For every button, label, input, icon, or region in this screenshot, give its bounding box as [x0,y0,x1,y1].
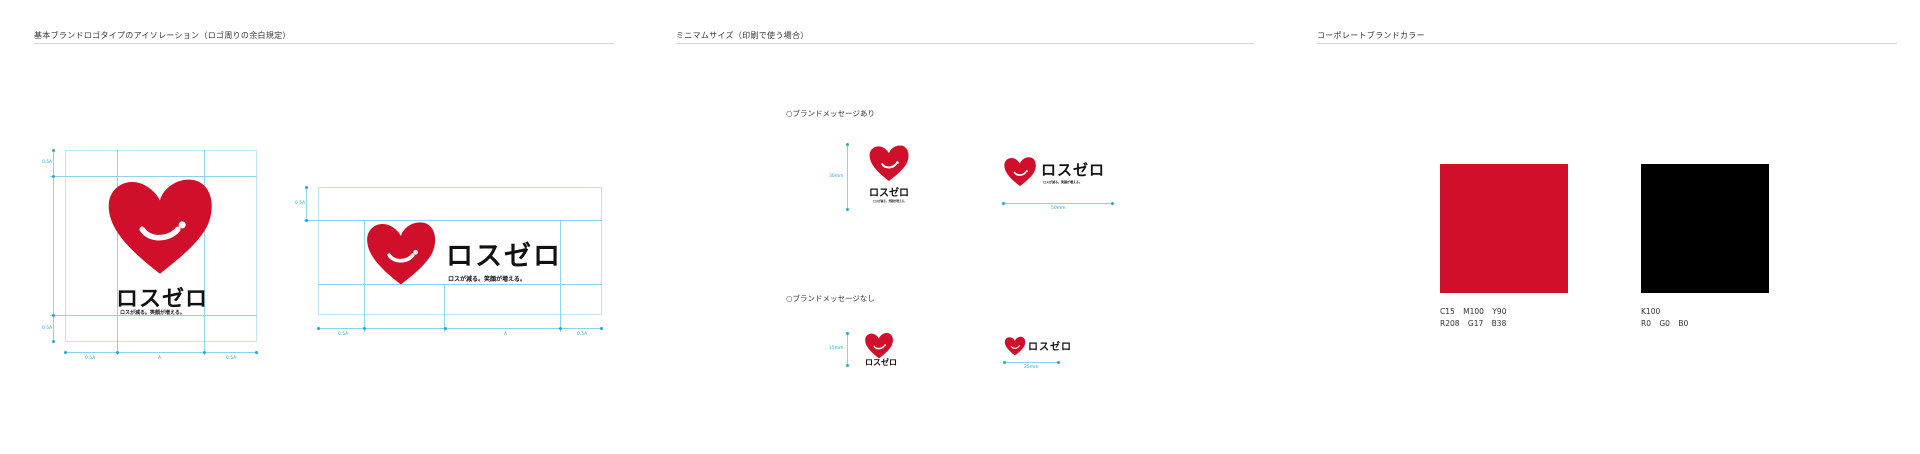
black-rgb-value: R0 G0 B0 [1641,319,1689,328]
vertical-guide-right [204,150,205,355]
heart-smile-icon [1004,336,1026,356]
dim-tick [846,332,849,335]
vertical-guide-bottom [50,315,257,316]
minimum-section-title: ミニマムサイズ（印刷で使う場合） [676,31,809,40]
horizontal-guide-right [560,220,561,332]
vertical-dim-line-h [65,352,257,353]
vertical-tagline: ロスが減る。笑顔が増える。 [120,310,185,316]
dim-tick [305,219,308,222]
dim-tick [1111,202,1114,205]
dim-tick [64,351,67,354]
dim-label-margin: 0.5A [85,356,96,361]
heart-smile-icon [865,332,893,359]
dim-label-full: A [504,332,508,337]
heart-smile-icon [1004,157,1036,187]
color-swatch-red [1440,164,1568,293]
min-vertical-tagline: ロスが減る。笑顔が増える。 [873,200,907,203]
horizontal-guide-left [364,220,365,332]
dim-tick [444,327,447,330]
vertical-isolation-outer-box [65,150,257,342]
horizontal-dim-line-h [318,328,602,329]
vertical-wordmark: ロスゼロ [116,287,209,312]
dim-tick [317,327,320,330]
min-vertical-wordmark-small: ロスゼロ [865,358,897,367]
black-cmyk-value: K100 [1641,307,1661,316]
min-vertical-wordmark: ロスゼロ [869,188,909,199]
min-dim-line-v [847,333,848,366]
heart-smile-icon [108,179,212,274]
min-horizontal-wordmark-small: ロスゼロ [1028,342,1072,353]
min-horizontal-wordmark: ロスゼロ [1041,161,1106,179]
horizontal-dim-line-v [306,187,307,220]
dim-tick [846,208,849,211]
vertical-guide-left [117,150,118,355]
dim-label-margin: 0.5A [226,356,237,361]
heart-smile-icon [869,145,909,182]
dim-label-margin: 0.5A [295,201,306,206]
dim-label-full: A [158,356,162,361]
min-dim-line-h [1003,203,1113,204]
color-section-title: コーポレートブランドカラー [1317,31,1425,40]
min-dim-label-vertical: 15mm [829,346,844,351]
vertical-guide-top [50,176,257,177]
dim-tick [846,364,849,367]
min-horizontal-tagline: ロスが減る。笑顔が増える。 [1043,180,1082,184]
dim-tick [1002,202,1005,205]
dim-tick [363,327,366,330]
dim-tick [559,327,562,330]
dim-tick [1003,361,1006,364]
min-dim-label-vertical: 30mm [829,174,844,179]
red-rgb-value: R208 G17 B38 [1440,319,1507,328]
dim-tick [52,149,55,152]
dim-tick [52,340,55,343]
dim-label-margin: 0.5A [577,332,588,337]
min-dim-line-h [1004,362,1059,363]
min-dim-label-horizontal: 25mm [1024,365,1039,370]
horizontal-guide-bottom [318,284,602,285]
dim-tick [52,175,55,178]
dim-tick [52,314,55,317]
horizontal-guide-top [304,220,602,221]
dim-tick [203,351,206,354]
minimum-section-rule [676,43,1254,44]
dim-tick [600,327,603,330]
horizontal-tagline: ロスが減る。笑顔が増える。 [448,276,526,283]
horizontal-isolation-outer-box [318,187,602,315]
color-section-rule [1317,43,1897,44]
dim-tick [255,351,258,354]
without-message-label: ○ブランドメッセージなし [786,294,875,303]
horizontal-wordmark: ロスゼロ [446,241,562,272]
horizontal-guide-mid [444,284,445,332]
isolation-section-title: 基本ブランドロゴタイプのアイソレーション（ロゴ周りの余白規定） [34,31,291,40]
dim-tick [305,186,308,189]
dim-tick [116,351,119,354]
dim-label-margin: 0.5A [338,332,349,337]
vertical-dim-line-v [53,150,54,342]
isolation-section-rule [34,43,614,44]
min-dim-label-horizontal: 50mm [1051,206,1066,211]
min-dim-line-v [847,144,848,210]
heart-smile-icon [367,222,436,285]
dim-label-margin: 0.5A [42,160,53,165]
dim-label-margin: 0.5A [42,326,53,331]
dim-tick [846,143,849,146]
with-message-label: ○ブランドメッセージあり [786,109,875,118]
red-cmyk-value: C15 M100 Y90 [1440,307,1507,316]
dim-tick [1057,361,1060,364]
color-swatch-black [1641,164,1769,293]
